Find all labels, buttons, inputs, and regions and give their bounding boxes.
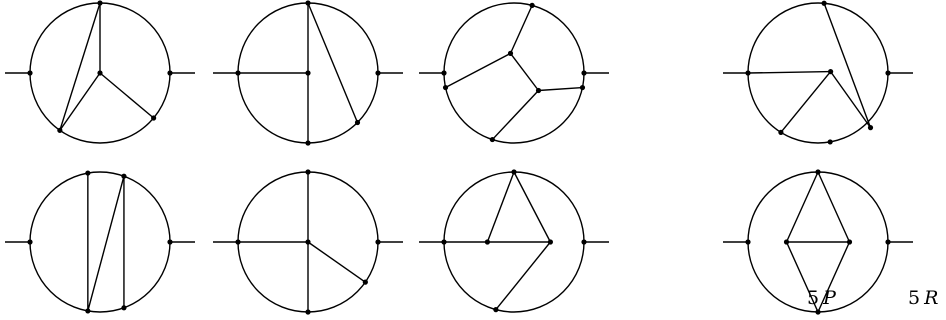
vertex-dot <box>27 70 33 76</box>
vertex-dot <box>151 115 157 121</box>
vertex-dot <box>305 70 311 76</box>
vertex-dot <box>167 70 173 76</box>
propagator-line <box>780 71 832 133</box>
diagram-p6 <box>419 169 609 313</box>
vertex-dot <box>121 173 127 179</box>
vertex-dot <box>484 239 490 245</box>
vertex-dot <box>581 70 587 76</box>
vertex-dot <box>121 305 127 311</box>
propagator-line <box>307 241 366 283</box>
vertex-dot <box>85 170 91 176</box>
diagram-p4 <box>5 170 195 314</box>
propagator-line <box>495 241 551 311</box>
vertex-dot <box>507 50 514 57</box>
vertex-dot <box>305 169 311 175</box>
vertex-dot <box>305 309 311 315</box>
vertex-dot <box>828 69 834 75</box>
vertex-dot <box>305 0 311 6</box>
propagator-line <box>445 52 511 89</box>
loop-circle <box>443 2 585 144</box>
propagator-line <box>59 2 101 131</box>
vertex-dot <box>511 169 517 175</box>
vertex-dot <box>867 125 874 131</box>
diagram-p1 <box>5 0 195 144</box>
propagator-line <box>823 3 872 128</box>
vertex-dot <box>235 239 241 245</box>
propagator-line <box>491 90 540 141</box>
vertex-dot <box>362 279 368 285</box>
propagator-line <box>785 171 819 243</box>
diagram-r2 <box>723 169 913 315</box>
vertex-dot <box>529 2 535 8</box>
vertex-dot <box>57 127 63 133</box>
group-label-5r-letter: R <box>924 287 939 309</box>
propagator-line <box>747 70 831 74</box>
diagram-p2 <box>213 0 403 146</box>
diagram-p3 <box>419 2 609 144</box>
propagator-line <box>509 5 533 54</box>
vertex-dot <box>783 239 790 245</box>
vertex-dot <box>97 70 103 76</box>
propagator-line <box>59 72 101 131</box>
vertex-dot <box>745 239 751 245</box>
propagator-line <box>785 241 819 313</box>
group-label-5r-number: 5 <box>908 287 921 309</box>
vertex-dot <box>441 70 447 76</box>
propagator-line <box>817 171 851 243</box>
vertex-dot <box>815 169 821 175</box>
vertex-dot <box>489 136 495 143</box>
propagator-line <box>307 2 359 123</box>
propagator-line <box>538 86 583 92</box>
propagator-line <box>486 171 515 243</box>
vertex-dot <box>846 239 853 245</box>
vertex-dot <box>745 70 751 76</box>
diagram-r1 <box>723 0 913 145</box>
vertex-dot <box>815 309 821 315</box>
vertex-dot <box>441 239 447 245</box>
vertex-dot <box>354 119 361 126</box>
vertex-dot <box>235 70 241 76</box>
vertex-dot <box>305 239 311 245</box>
vertex-dot <box>778 129 784 135</box>
vertex-dot <box>827 139 833 145</box>
vertex-dot <box>375 70 381 76</box>
propagator-line <box>830 71 872 129</box>
vertex-dot <box>305 140 311 146</box>
propagator-line <box>817 241 851 313</box>
propagator-line <box>513 171 552 243</box>
vertex-dot <box>535 87 542 94</box>
vertex-dot <box>442 84 449 91</box>
diagram-p5 <box>213 169 403 315</box>
vertex-dot <box>27 239 33 245</box>
group-label-5p-letter: P <box>823 287 836 309</box>
propagator-line <box>509 52 540 91</box>
vertex-dot <box>579 84 586 91</box>
vertex-dot <box>885 70 891 76</box>
vertex-dot <box>375 239 381 245</box>
vertex-dot <box>885 239 891 245</box>
vertex-dot <box>821 0 827 6</box>
vertex-dot <box>97 0 103 6</box>
loop-circle <box>29 171 171 313</box>
vertex-dot <box>493 307 499 313</box>
propagator-line <box>99 72 155 119</box>
vertex-dot <box>167 239 173 245</box>
vertex-dot <box>85 308 91 314</box>
vertex-dot <box>547 239 554 245</box>
vertex-dot <box>581 239 587 245</box>
group-label-5p-number: 5 <box>807 287 820 309</box>
propagator-line <box>87 176 125 312</box>
